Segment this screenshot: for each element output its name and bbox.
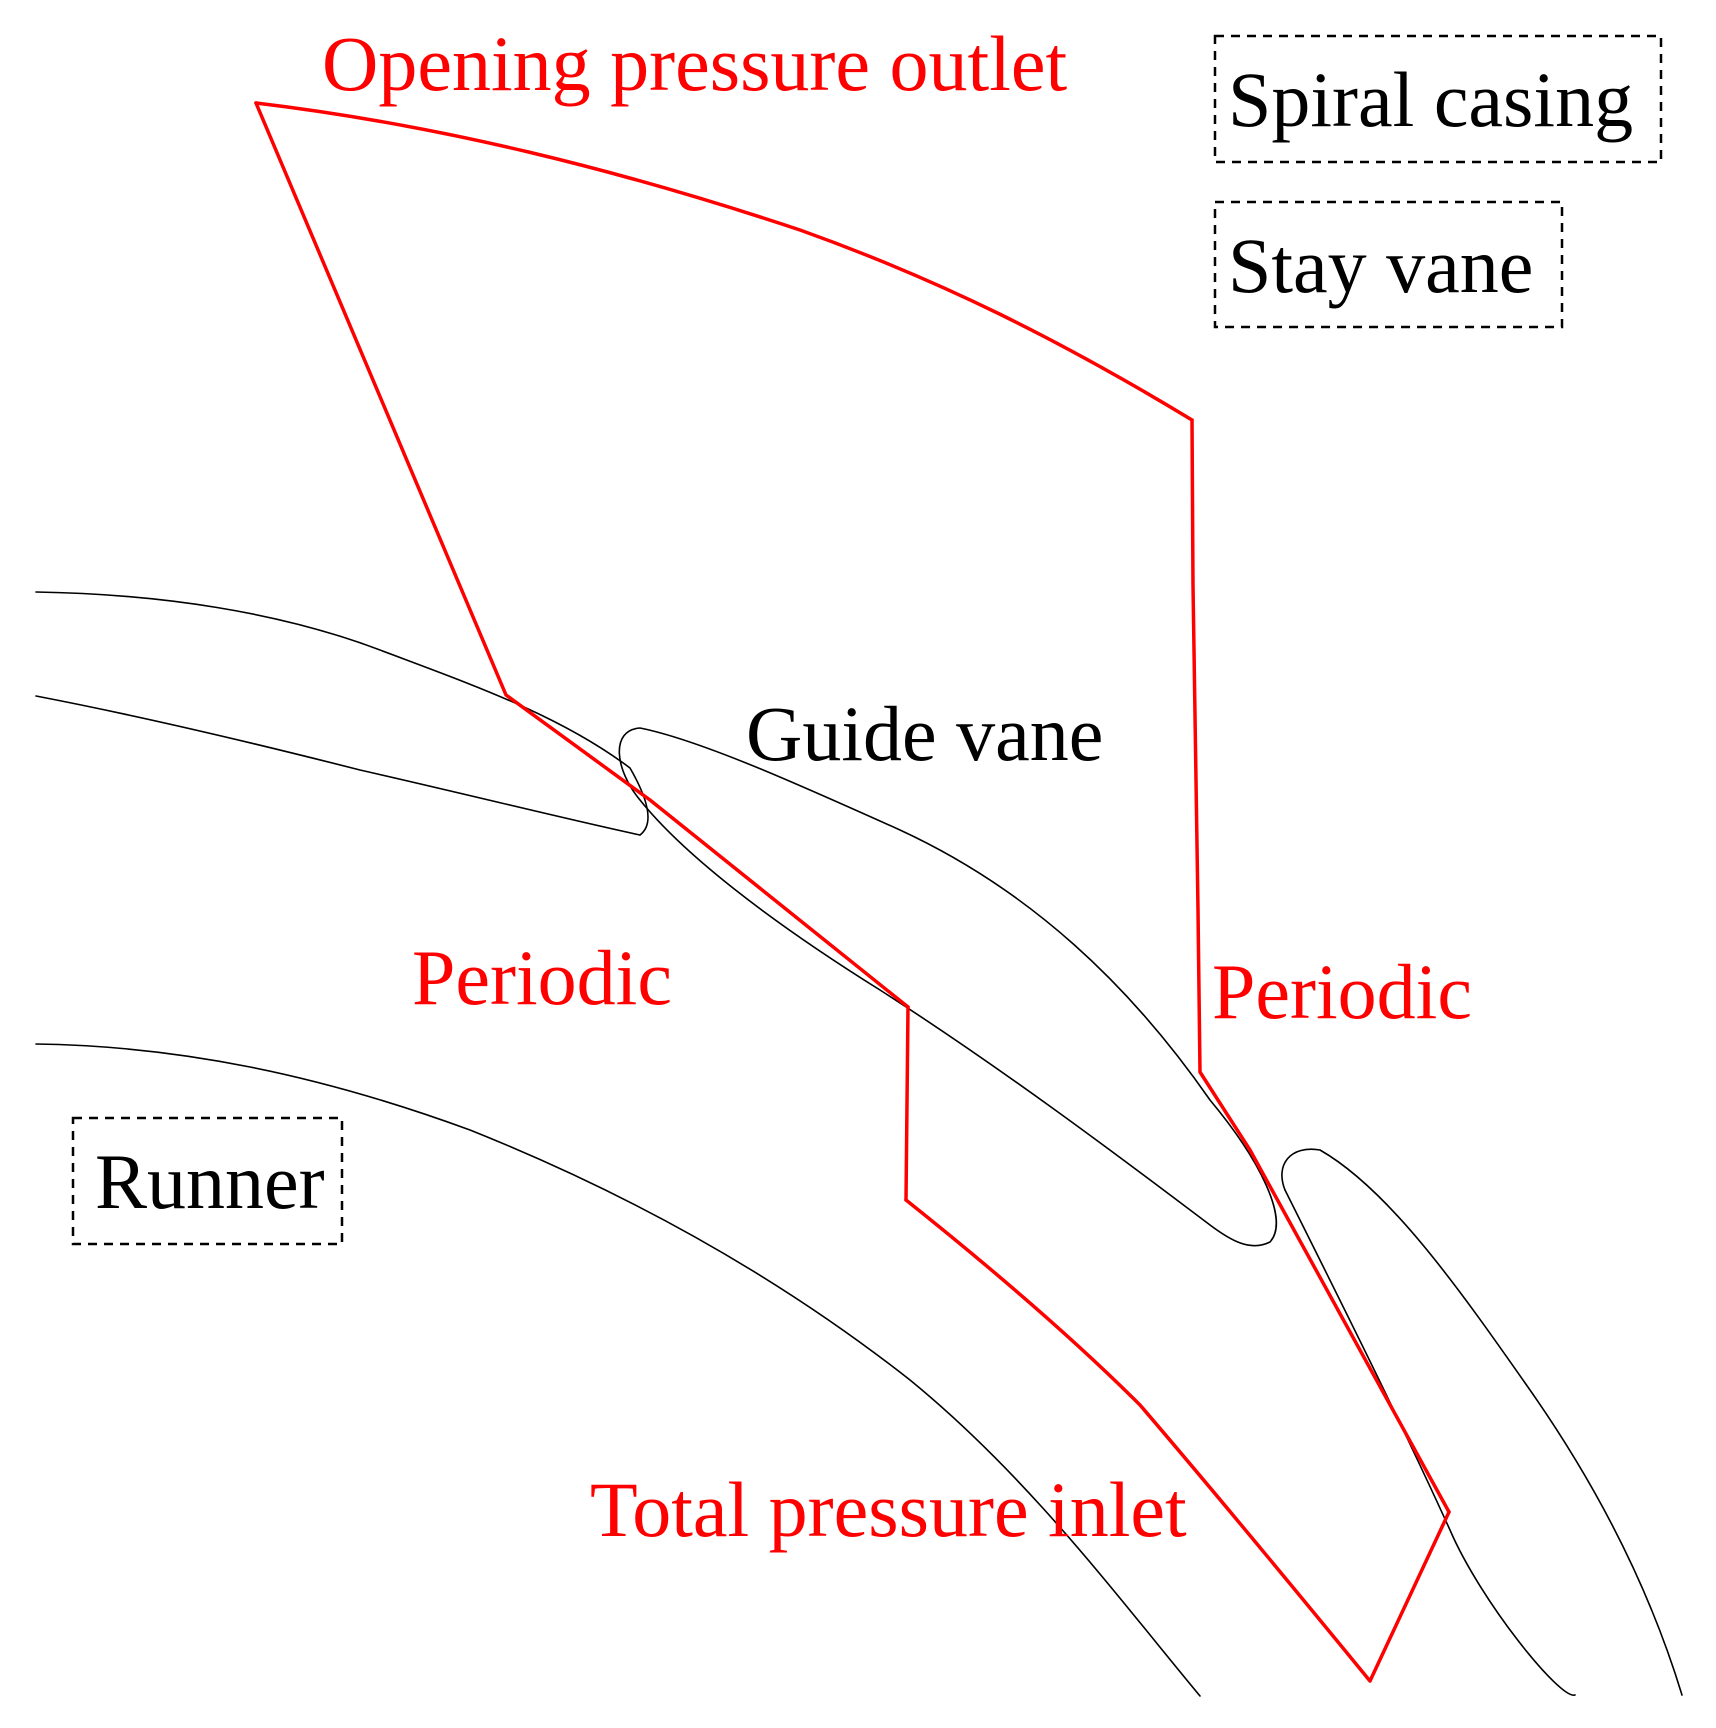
guide-vane-geometry bbox=[618, 727, 1278, 1247]
next-guide-vane-geometry bbox=[1281, 1148, 1683, 1696]
periodic-boundary-left bbox=[254, 101, 910, 1009]
periodic-left-label: Periodic bbox=[412, 934, 672, 1021]
stay-vane-geometry bbox=[35, 591, 649, 836]
stay-vane-box bbox=[1213, 200, 1564, 329]
spiral-casing-label: Spiral casing bbox=[1228, 56, 1633, 143]
next-guide-vane-right-edge bbox=[1281, 1148, 1683, 1696]
spiral-casing-box bbox=[1213, 34, 1663, 164]
total-pressure-inlet-label: Total pressure inlet bbox=[590, 1466, 1187, 1553]
periodic-boundary-right bbox=[1190, 418, 1451, 1514]
stay-vane-upper-curve bbox=[35, 591, 649, 836]
domain-boundary bbox=[254, 101, 1451, 1683]
opening-pressure-outlet-label: Opening pressure outlet bbox=[322, 20, 1067, 107]
periodic-right-label: Periodic bbox=[1212, 948, 1472, 1035]
next-guide-vane-left-edge bbox=[1284, 1189, 1576, 1696]
guide-vane-label: Guide vane bbox=[746, 690, 1103, 777]
guide-vane-interface-boundary bbox=[904, 1005, 910, 1202]
guide-vane-profile bbox=[618, 727, 1278, 1247]
stay-vane-lower-curve bbox=[35, 695, 641, 836]
runner-label: Runner bbox=[95, 1138, 325, 1225]
total-pressure-inlet-boundary bbox=[904, 1198, 1451, 1683]
stay-vane-label: Stay vane bbox=[1228, 222, 1533, 309]
runner-geometry bbox=[35, 1043, 1201, 1697]
opening-pressure-outlet-boundary bbox=[254, 101, 1194, 422]
runner-outer-curve bbox=[35, 1043, 1201, 1697]
runner-box bbox=[71, 1116, 344, 1246]
